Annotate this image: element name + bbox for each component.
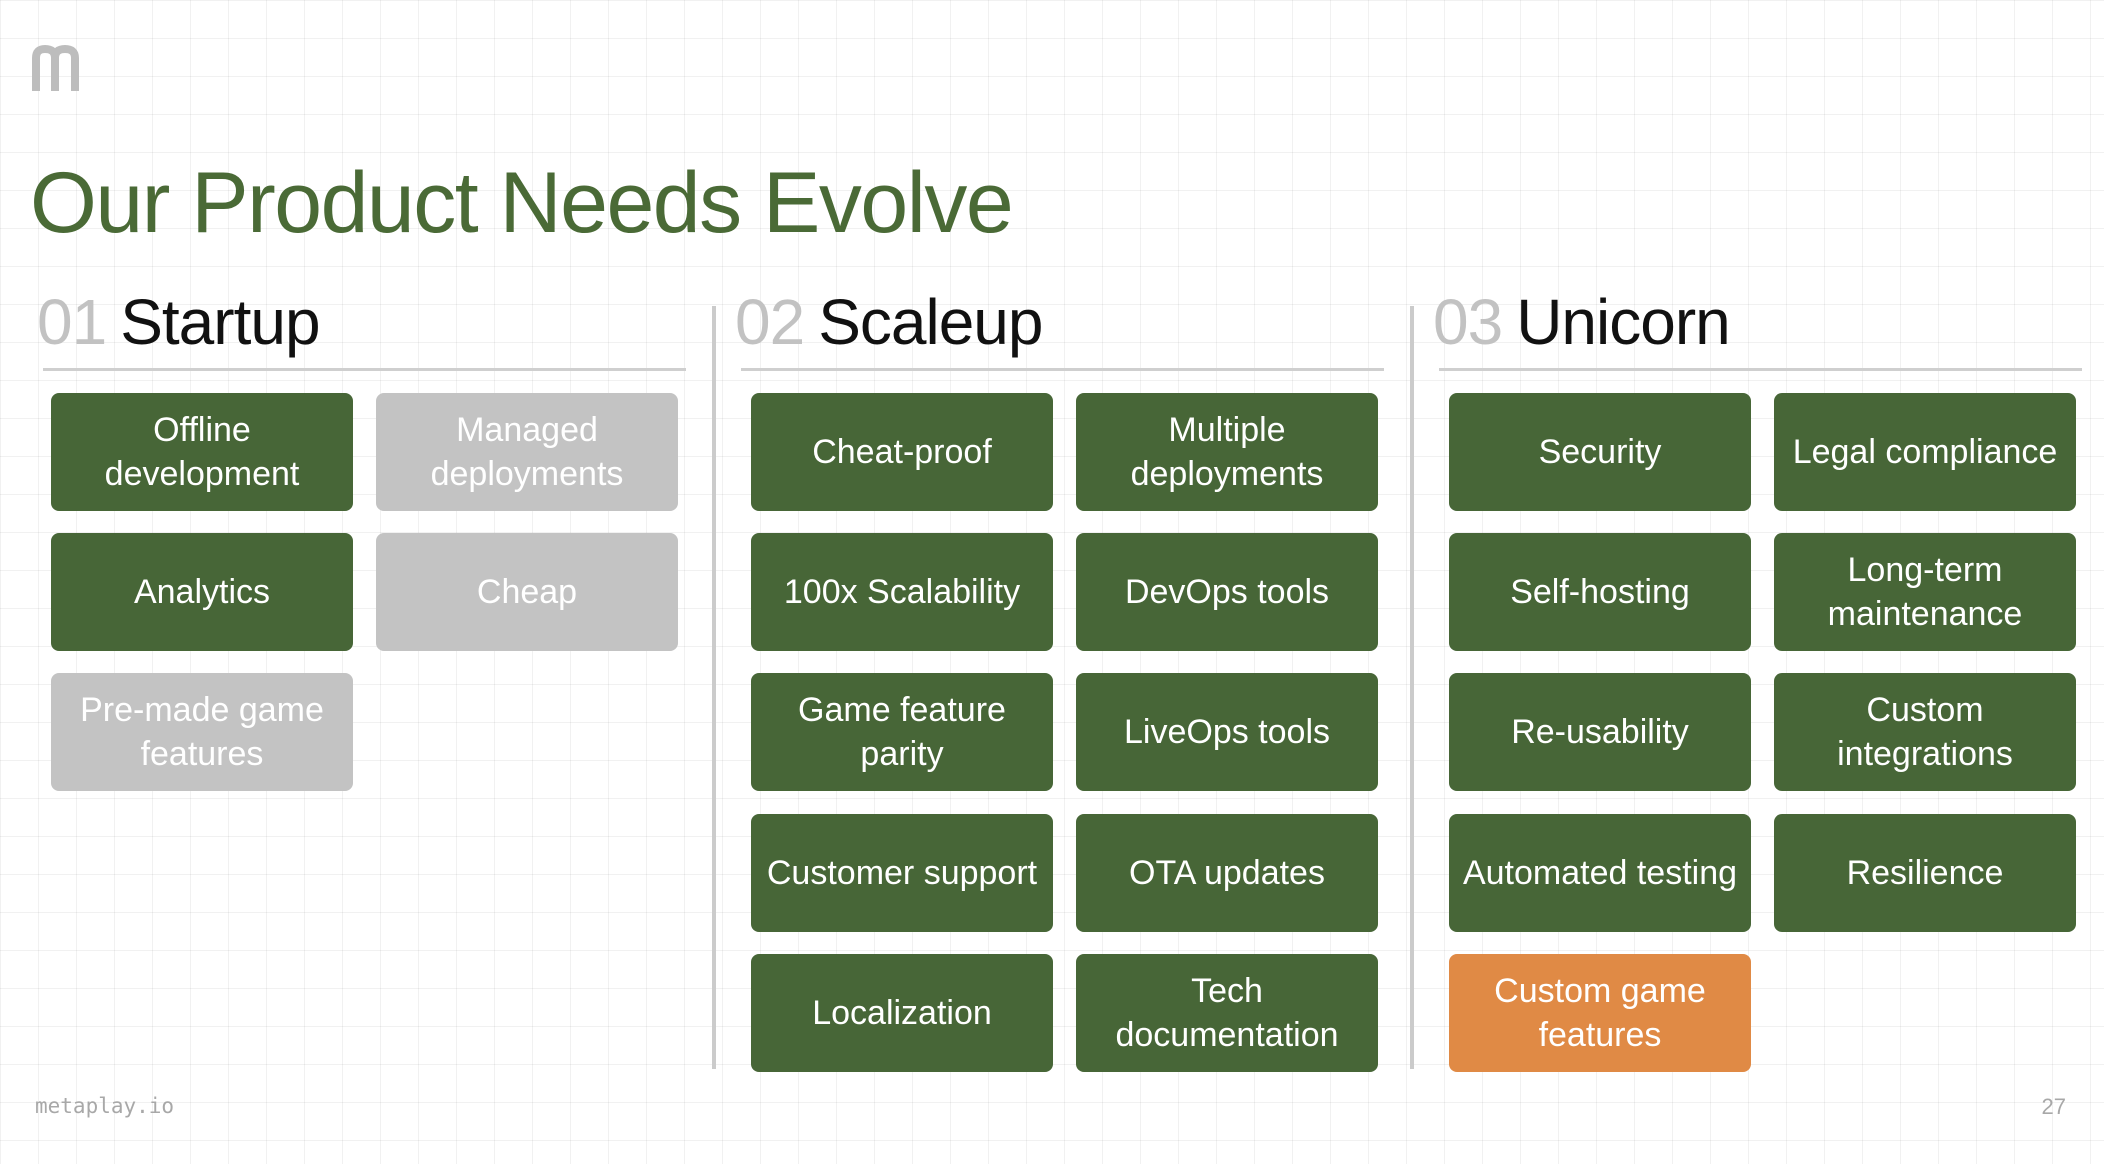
section-name: Unicorn <box>1516 286 1731 358</box>
footer-site: metaplay.io <box>35 1094 175 1118</box>
column-divider <box>712 306 716 1069</box>
page-number: 27 <box>2041 1094 2066 1119</box>
need-card: OTA updates <box>1076 814 1378 932</box>
need-card: Game feature parity <box>751 673 1053 791</box>
section-number: 01 <box>37 286 107 358</box>
need-card: Re-usability <box>1449 673 1751 791</box>
need-card: Long-term maintenance <box>1774 533 2076 651</box>
need-card: Resilience <box>1774 814 2076 932</box>
need-card: Tech documentation <box>1076 954 1378 1072</box>
need-card: Cheat-proof <box>751 393 1053 511</box>
section-name: Startup <box>120 286 320 358</box>
need-card: 100x Scalability <box>751 533 1053 651</box>
need-card: Multiple deployments <box>1076 393 1378 511</box>
need-card: LiveOps tools <box>1076 673 1378 791</box>
need-card: Security <box>1449 393 1751 511</box>
need-card: Self-hosting <box>1449 533 1751 651</box>
need-card: Localization <box>751 954 1053 1072</box>
need-card: Custom game features <box>1449 954 1751 1072</box>
need-card: Customer support <box>751 814 1053 932</box>
need-card: Custom integrations <box>1774 673 2076 791</box>
section-underline <box>741 368 1384 371</box>
column-divider <box>1410 306 1414 1069</box>
section-number: 03 <box>1433 286 1503 358</box>
need-card: Automated testing <box>1449 814 1751 932</box>
need-card: Cheap <box>376 533 678 651</box>
slide-title: Our Product Needs Evolve <box>30 155 1014 251</box>
section-underline <box>1439 368 2082 371</box>
section-number: 02 <box>735 286 805 358</box>
need-card: Legal compliance <box>1774 393 2076 511</box>
need-card: Analytics <box>51 533 353 651</box>
need-card: Pre-made game features <box>51 673 353 791</box>
section-underline <box>43 368 686 371</box>
section-name: Scaleup <box>818 286 1043 358</box>
metaplay-logo-icon <box>32 44 79 91</box>
need-card: Offline development <box>51 393 353 511</box>
need-card: DevOps tools <box>1076 533 1378 651</box>
need-card: Managed deployments <box>376 393 678 511</box>
